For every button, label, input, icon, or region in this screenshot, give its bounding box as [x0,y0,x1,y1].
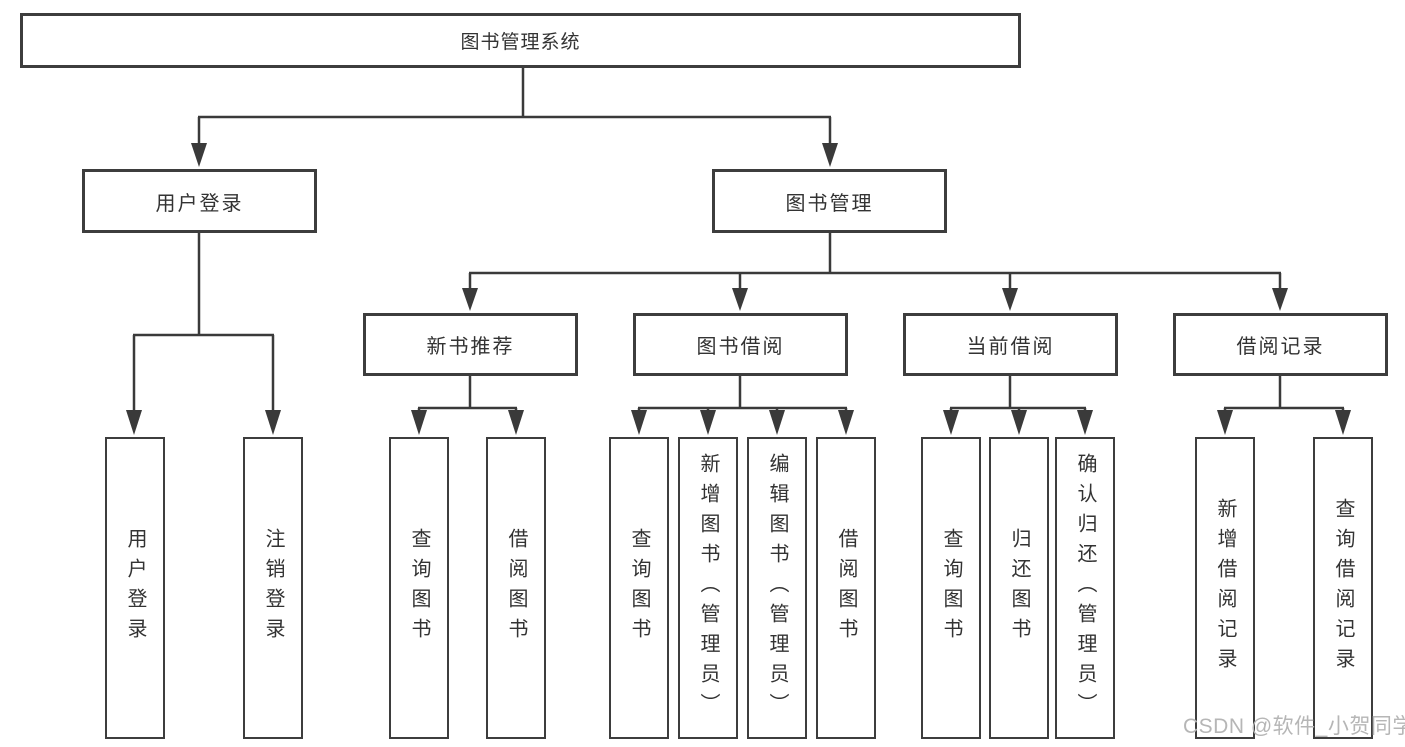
leaf-borrowing-query-books: 查询图书 [609,437,669,739]
node-new-book-recommend: 新书推荐 [363,313,578,376]
leaf-borrowing-query-books-label: 查询图书 [628,528,650,648]
node-borrowing-records-label: 借阅记录 [1236,336,1325,358]
node-current-borrowing: 当前借阅 [903,313,1118,376]
leaf-user-login: 用户登录 [105,437,165,739]
node-user-login: 用户登录 [82,169,317,233]
node-book-management-label: 图书管理 [785,192,874,215]
node-book-borrowing: 图书借阅 [633,313,848,376]
leaf-user-login-label: 用户登录 [124,528,146,648]
leaf-newbooks-query-books-label: 查询图书 [408,528,430,648]
leaf-current-confirm-return-admin-label: 确认归还（管理员） [1074,453,1096,723]
node-book-management: 图书管理 [712,169,947,233]
leaf-current-confirm-return-admin: 确认归还（管理员） [1055,437,1115,739]
leaf-records-add-record: 新增借阅记录 [1195,437,1255,739]
node-library-system-label: 图书管理系统 [460,32,581,53]
leaf-borrowing-borrow-books-label: 借阅图书 [835,528,857,648]
leaf-newbooks-borrow-books: 借阅图书 [486,437,546,739]
leaf-borrowing-edit-books-admin-label: 编辑图书（管理员） [766,453,788,723]
leaf-newbooks-query-books: 查询图书 [389,437,449,739]
node-borrowing-records: 借阅记录 [1173,313,1388,376]
node-current-borrowing-label: 当前借阅 [966,336,1055,358]
watermark-text: CSDN @软件_小贺同学 [1183,715,1405,738]
leaf-current-return-books: 归还图书 [989,437,1049,739]
leaf-logout: 注销登录 [243,437,303,739]
leaf-current-query-books-label: 查询图书 [940,528,962,648]
leaf-current-query-books: 查询图书 [921,437,981,739]
leaf-current-return-books-label: 归还图书 [1008,528,1030,648]
node-library-system: 图书管理系统 [20,13,1021,68]
node-book-borrowing-label: 图书借阅 [696,336,785,358]
leaf-records-query-record-label: 查询借阅记录 [1332,498,1354,678]
leaf-records-query-record: 查询借阅记录 [1313,437,1373,739]
node-new-book-recommend-label: 新书推荐 [426,336,515,358]
leaf-newbooks-borrow-books-label: 借阅图书 [505,528,527,648]
leaf-records-add-record-label: 新增借阅记录 [1214,498,1236,678]
node-user-login-label: 用户登录 [155,192,244,215]
leaf-borrowing-borrow-books: 借阅图书 [816,437,876,739]
leaf-logout-label: 注销登录 [262,528,284,648]
leaf-borrowing-edit-books-admin: 编辑图书（管理员） [747,437,807,739]
leaf-borrowing-add-books-admin: 新增图书（管理员） [678,437,738,739]
leaf-borrowing-add-books-admin-label: 新增图书（管理员） [697,453,719,723]
